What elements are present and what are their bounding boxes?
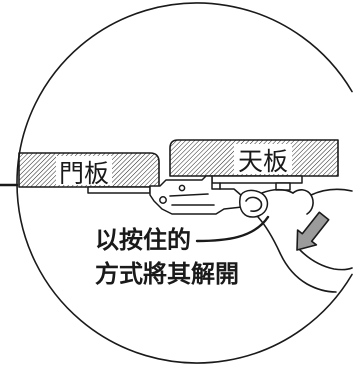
press-arrow: [296, 211, 330, 251]
knuckle-contour: [292, 189, 314, 215]
instruction-text-line-1: 以按住的: [95, 226, 191, 254]
mounting-plate: [211, 175, 303, 184]
thumb-contour: [310, 188, 353, 196]
top-panel: 天板: [169, 139, 339, 177]
fingertip: [239, 189, 269, 218]
hinge-pivot: [159, 196, 167, 204]
top-panel-label: 天板: [238, 147, 288, 176]
hinge-arm-detail-line: [169, 182, 221, 206]
instruction-text-line-2: 方式將其解開: [95, 260, 239, 288]
top-panel-label-box: [234, 144, 292, 174]
fingernail: [245, 196, 263, 212]
detail-circle: [16, 2, 353, 364]
finger-top-contour: [261, 188, 294, 194]
hinge-cup-flange: [87, 186, 151, 194]
folded-fingers-contour: [299, 249, 353, 271]
hand: [239, 188, 353, 293]
instruction-leader-line: [195, 215, 270, 243]
door-panel: 門板: [18, 152, 160, 188]
door-panel-label-box: [56, 156, 112, 185]
door-panel-label: 門板: [59, 159, 109, 188]
hinge-screw: [178, 184, 186, 192]
finger-underside-contour: [257, 216, 337, 293]
